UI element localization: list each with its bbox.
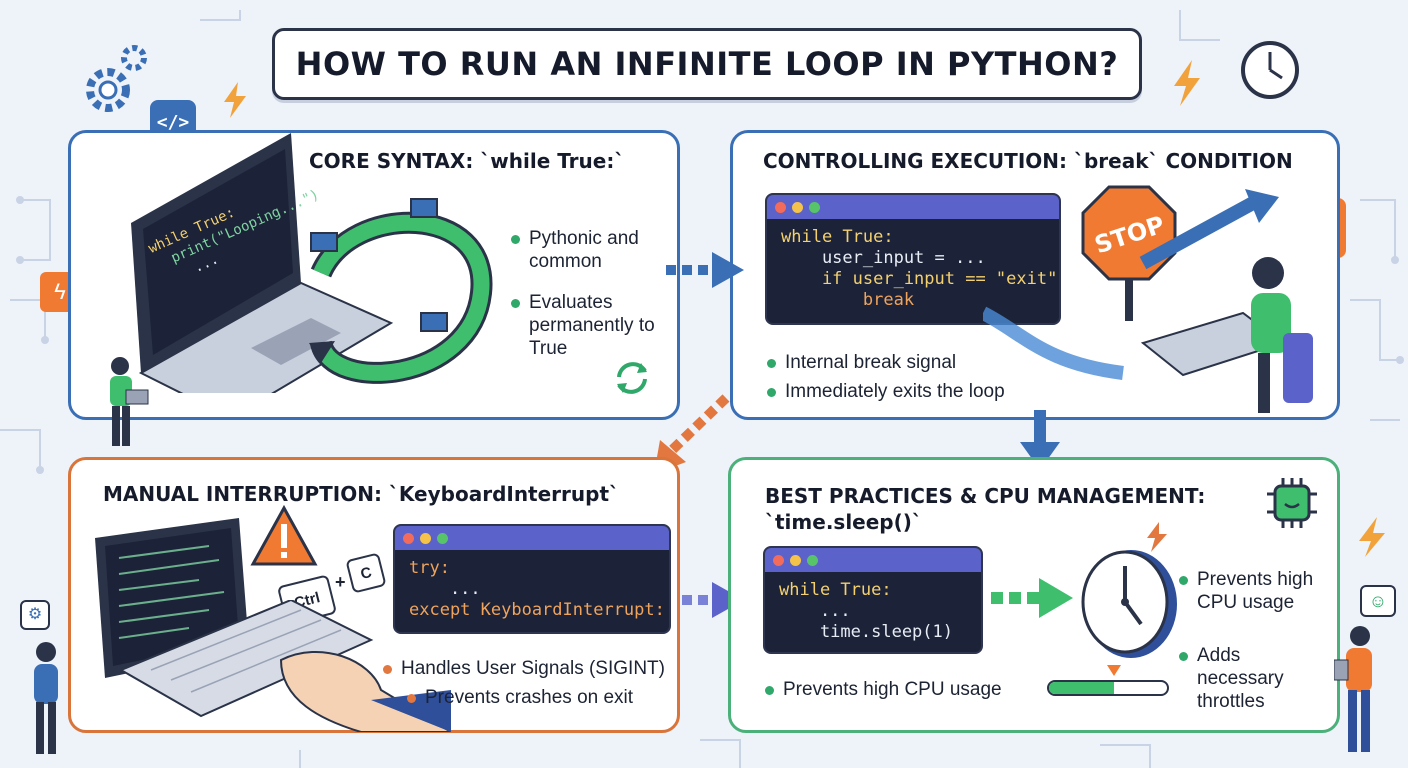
control-bullet-1: Internal break signal xyxy=(767,351,956,374)
plus-label: + xyxy=(335,572,346,592)
c-key: C xyxy=(345,552,387,594)
arrow-core-to-control xyxy=(666,252,744,288)
gear-icon xyxy=(86,45,147,112)
person-with-phone xyxy=(34,642,58,754)
gear-icon: ⚙ xyxy=(20,600,50,630)
refresh-icon xyxy=(617,362,647,394)
page-title: HOW TO RUN AN INFINITE LOOP IN PYTHON? xyxy=(295,45,1119,83)
manual-bullet-1: Handles User Signals (SIGINT) xyxy=(383,657,665,680)
manual-bullet-2: Prevents crashes on exit xyxy=(407,686,633,709)
clock-icon xyxy=(1081,550,1177,658)
cpu-level-marker xyxy=(1107,665,1122,676)
best-title-line1: BEST PRACTICES & CPU MANAGEMENT: xyxy=(765,484,1206,508)
sleep-code-window: while True: ... time.sleep(1) xyxy=(763,546,983,654)
panel-manual-interruption: MANUAL INTERRUPTION: `KeyboardInterrupt`… xyxy=(68,457,680,733)
panel-best-practices: BEST PRACTICES & CPU MANAGEMENT: `time.s… xyxy=(728,457,1340,733)
smile-icon: ☺ xyxy=(1360,585,1396,617)
try-except-code-window: try: ... except KeyboardInterrupt: xyxy=(393,524,671,634)
arrow-control-to-best xyxy=(1020,410,1060,470)
person-with-laptop xyxy=(110,357,149,446)
break-code-window: while True: user_input = ... if user_inp… xyxy=(765,193,1061,325)
title-banner: HOW TO RUN AN INFINITE LOOP IN PYTHON? xyxy=(272,28,1142,100)
lightning-icon xyxy=(1174,60,1200,106)
person-at-keyboard xyxy=(1140,257,1313,413)
warning-icon xyxy=(250,504,318,566)
exit-arrow xyxy=(983,189,1279,380)
lightning-icon xyxy=(224,82,246,118)
keyboard-with-hand xyxy=(121,600,451,732)
panel-core-syntax: CORE SYNTAX: `while True:` while True: p… xyxy=(68,130,680,420)
control-title: CONTROLLING EXECUTION: `break` CONDITION xyxy=(763,149,1293,173)
arrow-to-clock xyxy=(991,578,1073,618)
clock-icon xyxy=(1241,41,1299,99)
chip-icon xyxy=(1267,478,1317,528)
person-with-tablet xyxy=(1334,626,1372,752)
core-title: CORE SYNTAX: `while True:` xyxy=(309,149,625,173)
core-bullet-1: Pythonic and common xyxy=(511,227,671,273)
lightning-icon xyxy=(1359,517,1385,557)
loop-arrow xyxy=(309,198,493,384)
best-title-line2: `time.sleep()` xyxy=(765,510,922,534)
cpu-level-fill xyxy=(1049,682,1114,694)
best-bullet-right-1: Prevents high CPU usage xyxy=(1179,568,1329,614)
best-bullet-bottom: Prevents high CPU usage xyxy=(765,678,1002,701)
manual-title: MANUAL INTERRUPTION: `KeyboardInterrupt` xyxy=(103,482,620,506)
best-bullet-right-2: Adds necessary throttles xyxy=(1179,644,1329,713)
lightning-icon xyxy=(1147,522,1167,552)
core-bullet-2: Evaluates permanently to True xyxy=(511,291,671,360)
panel-controlling-execution: CONTROLLING EXECUTION: `break` CONDITION… xyxy=(730,130,1340,420)
cpu-level-bar xyxy=(1047,680,1169,696)
control-bullet-2: Immediately exits the loop xyxy=(767,380,1005,403)
laptop-illustration xyxy=(131,133,394,393)
